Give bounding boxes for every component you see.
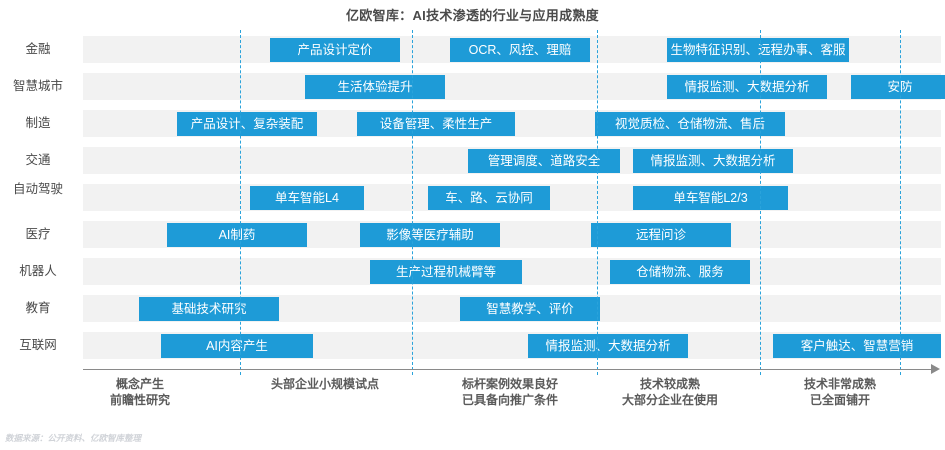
stage-divider-1 (412, 30, 413, 375)
stage-line1: 头部企业小规模试点 (270, 377, 379, 391)
row-label-line1: 医疗 (25, 227, 51, 241)
chart-bar[interactable]: 生产过程机械臂等 (370, 260, 522, 284)
row-label-7: 教育 (0, 301, 76, 316)
chart-bar[interactable]: 情报监测、大数据分析 (633, 149, 793, 173)
x-axis-stage-4: 技术非常成熟已全面铺开 (755, 376, 925, 408)
chart-bar[interactable]: 设备管理、柔性生产 (357, 112, 515, 136)
stage-divider-4 (900, 30, 901, 375)
row-label-line1: 金融 (25, 42, 51, 56)
row-label-0: 金融 (0, 42, 76, 57)
row-label-1: 智慧城市 (0, 79, 76, 94)
chart-bar[interactable]: 视觉质检、仓储物流、售后 (595, 112, 785, 136)
row-label-4: 自动驾驶 (0, 182, 76, 197)
stage-line2: 前瞻性研究 (109, 393, 170, 407)
row-label-line1: 互联网 (19, 338, 57, 352)
chart-bar[interactable]: 智慧教学、评价 (460, 297, 600, 321)
row-label-line1: 制造 (25, 116, 51, 130)
x-axis-stage-2: 标杆案例效果良好已具备向推广条件 (425, 376, 595, 408)
page-title: 亿欧智库：AI技术渗透的行业与应用成熟度 (345, 8, 599, 23)
chart-bar[interactable]: 生活体验提升 (305, 75, 445, 99)
x-axis-arrow-icon (931, 364, 940, 374)
chart-bar[interactable]: 安防 (851, 75, 945, 99)
stage-line2: 已全面铺开 (809, 393, 870, 407)
row-label-6: 机器人 (0, 264, 76, 279)
chart-bar[interactable]: 车、路、云协同 (428, 186, 550, 210)
row-label-line1: 交通 (25, 153, 51, 167)
chart-bar[interactable]: 管理调度、道路安全 (468, 149, 620, 173)
chart-bar[interactable]: 基础技术研究 (139, 297, 279, 321)
row-label-5: 医疗 (0, 227, 76, 242)
stage-divider-2 (597, 30, 598, 375)
chart-bar[interactable]: 客户触达、智慧营销 (773, 334, 941, 358)
x-axis-stage-0: 概念产生前瞻性研究 (55, 376, 225, 408)
row-label-line1: 机器人 (19, 264, 57, 278)
row-label-line2: 驾驶 (38, 182, 64, 196)
row-label-line1: 自动 (12, 182, 38, 196)
chart-bar[interactable]: AI制药 (167, 223, 307, 247)
stage-line2: 大部分企业在使用 (621, 393, 718, 407)
stage-divider-0 (240, 30, 241, 375)
stage-line2: 已具备向推广条件 (461, 393, 558, 407)
row-label-3: 交通 (0, 153, 76, 168)
stage-line1: 标杆案例效果良好 (461, 377, 558, 391)
row-label-2: 制造 (0, 116, 76, 131)
row-label-line1: 智慧城市 (12, 79, 63, 93)
stage-line1: 技术非常成熟 (803, 377, 876, 391)
chart-bar[interactable]: 产品设计、复杂装配 (177, 112, 317, 136)
chart-bar[interactable]: 情报监测、大数据分析 (528, 334, 688, 358)
stage-line1: 技术较成熟 (639, 377, 700, 391)
chart-bar[interactable]: 情报监测、大数据分析 (667, 75, 827, 99)
chart-bar[interactable]: 产品设计定价 (270, 38, 400, 62)
chart-bar[interactable]: 生物特征识别、远程办事、客服 (667, 38, 849, 62)
source-note: 数据来源：公开资料、亿欧智库整理 (5, 433, 142, 443)
x-axis-stage-1: 头部企业小规模试点 (240, 376, 410, 392)
x-axis-line (83, 369, 933, 370)
chart-bar[interactable]: 远程问诊 (591, 223, 731, 247)
chart-bar[interactable]: 单车智能L4 (250, 186, 364, 210)
stage-divider-3 (760, 30, 761, 375)
chart-bar[interactable]: 仓储物流、服务 (610, 260, 750, 284)
chart-bar[interactable]: OCR、风控、理赔 (450, 38, 590, 62)
chart-bar[interactable]: 单车智能L2/3 (633, 186, 788, 210)
stage-line1: 概念产生 (115, 377, 164, 391)
chart-bar[interactable]: AI内容产生 (161, 334, 313, 358)
row-label-line1: 教育 (25, 301, 51, 315)
x-axis-stage-3: 技术较成熟大部分企业在使用 (585, 376, 755, 408)
chart-bar[interactable]: 影像等医疗辅助 (360, 223, 500, 247)
row-label-8: 互联网 (0, 338, 76, 353)
